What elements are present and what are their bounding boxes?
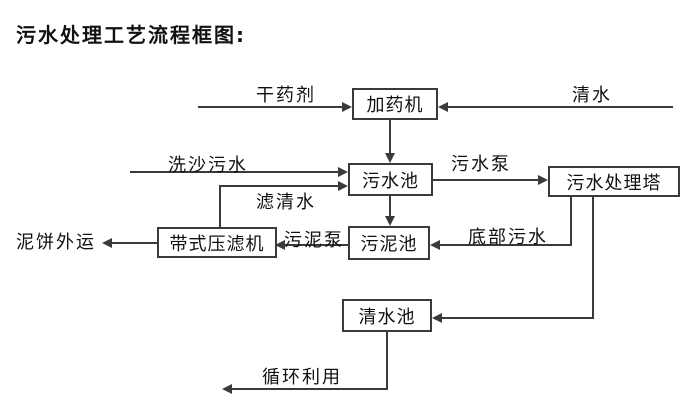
node-dosing-machine: 加药机 [352, 88, 438, 120]
label-filtered-water: 滤清水 [256, 192, 316, 213]
label-clean-water: 清水 [572, 85, 612, 106]
arrow-tower-to-clean-vline [592, 197, 594, 319]
arrow-clean-water-head-icon [438, 102, 448, 112]
arrow-dosing-to-pool-head-icon [385, 153, 395, 163]
label-sludge-pump: 污泥泵 [284, 230, 344, 251]
arrow-sand-wash-line [130, 171, 338, 173]
node-belt-filter-press: 带式压滤机 [157, 227, 277, 258]
node-dosing-machine-label: 加药机 [366, 95, 424, 116]
arrow-tower-to-clean-head-icon [432, 313, 442, 323]
arrow-sludge-pump-line [285, 244, 348, 246]
node-sewage-pool-label: 污水池 [362, 170, 419, 192]
arrow-mud-cake-head-icon [102, 238, 112, 248]
label-sewage-pump: 污水泵 [451, 154, 511, 175]
label-recycle-use: 循环利用 [262, 367, 342, 388]
arrow-dry-agent-line [198, 106, 342, 108]
node-sludge-pool: 污泥池 [348, 226, 430, 260]
arrow-filtered-water-head-icon [338, 181, 348, 191]
node-belt-filter-press-label: 带式压滤机 [169, 233, 265, 255]
arrow-bottom-sewage-vline [570, 197, 572, 246]
arrow-recycle-vline [386, 332, 388, 390]
arrow-sewage-pump-head-icon [538, 175, 548, 185]
label-mud-cake-out: 泥饼外运 [16, 232, 96, 253]
label-dry-agent: 干药剂 [256, 85, 316, 106]
arrow-tower-to-clean-hline [442, 317, 594, 319]
arrow-recycle-hline [232, 388, 388, 390]
node-treatment-tower-label: 污水处理塔 [566, 172, 662, 194]
arrow-bottom-sewage-hline [440, 244, 572, 246]
arrow-sludge-pump-head-icon [275, 240, 285, 250]
label-bottom-sewage: 底部污水 [468, 227, 548, 248]
arrow-mud-cake-line [112, 242, 157, 244]
arrow-pool-to-sludge-head-icon [385, 216, 395, 226]
arrow-recycle-head-icon [222, 384, 232, 394]
node-sewage-pool: 污水池 [348, 163, 433, 196]
arrow-dosing-to-pool-line [389, 120, 391, 154]
arrow-filtered-water-hline [219, 185, 338, 187]
arrow-filtered-water-vline [219, 185, 221, 227]
node-clean-water-pool: 清水池 [342, 299, 432, 332]
node-treatment-tower: 污水处理塔 [548, 166, 680, 197]
arrow-pool-to-sludge-line [389, 196, 391, 216]
node-sludge-pool-label: 污泥池 [360, 234, 418, 255]
arrow-sand-wash-head-icon [338, 167, 348, 177]
arrow-sewage-pump-line [433, 179, 538, 181]
arrow-clean-water-line [448, 106, 673, 108]
page-title: 污水处理工艺流程框图: [16, 23, 246, 47]
arrow-bottom-sewage-head-icon [430, 240, 440, 250]
label-sand-wash: 洗沙污水 [168, 155, 248, 176]
arrow-dry-agent-head-icon [342, 102, 352, 112]
node-clean-water-pool-label: 清水池 [358, 306, 416, 328]
